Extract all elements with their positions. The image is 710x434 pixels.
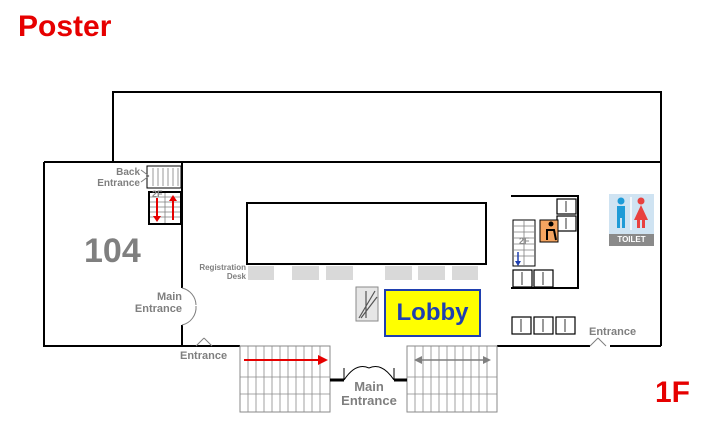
door-icon [140, 169, 213, 347]
building-walls [43, 91, 662, 347]
stairs-down-arrow-icon [153, 216, 161, 222]
stair-floor-right-label: 2F [519, 236, 530, 246]
direction-arrow-icon [414, 356, 422, 364]
toilet-icon [609, 194, 654, 234]
toilet-label[interactable]: TOILET [609, 234, 654, 246]
page-title: Poster [18, 10, 112, 43]
lift-access-icon [539, 219, 559, 243]
registration-desks [248, 266, 478, 280]
upper-wing-wall [112, 91, 662, 163]
main-entrance-doors [330, 366, 407, 382]
lobby-label[interactable]: Lobby [384, 289, 481, 337]
main-entrance-bottom-line2: Entrance [341, 393, 397, 409]
right-core [511, 195, 579, 335]
room-104-wall-left [43, 162, 182, 347]
direction-arrow-icon [318, 355, 328, 365]
entrance-left-label: Entrance [180, 350, 228, 362]
back-stairs [146, 165, 182, 225]
main-entrance-side-line2: Entrance [134, 303, 182, 316]
front-stairs-right [406, 345, 498, 413]
front-stairs-left [239, 345, 331, 413]
main-entrance-bottom-label: Main Entrance [336, 379, 402, 409]
door-icon [589, 337, 607, 347]
escalator-icon [355, 286, 379, 322]
registration-desk-label: Registration Desk [180, 263, 246, 282]
stair-floor-left-label: 2F [152, 189, 163, 199]
floor-label: 1F [654, 376, 690, 409]
back-entrance-line1: Back [116, 167, 140, 178]
stairs-arrow-icon [515, 261, 521, 266]
registration-line2: Desk [226, 271, 246, 281]
back-entrance-label: Back Entrance [88, 167, 140, 189]
elevator-icon [511, 198, 577, 335]
back-entrance-line2: Entrance [97, 178, 140, 189]
registration-line1: Registration [199, 263, 246, 272]
central-block [246, 202, 487, 265]
entrance-right-label: Entrance [589, 326, 637, 338]
direction-arrow-icon [483, 356, 491, 364]
stairs-up-arrow-icon [169, 195, 177, 201]
main-entrance-side-line1: Main [156, 291, 182, 303]
main-entrance-bottom-line1: Main [354, 379, 384, 394]
main-entrance-side-label: Main Entrance [130, 291, 182, 315]
room-104-label[interactable]: 104 [84, 232, 141, 270]
